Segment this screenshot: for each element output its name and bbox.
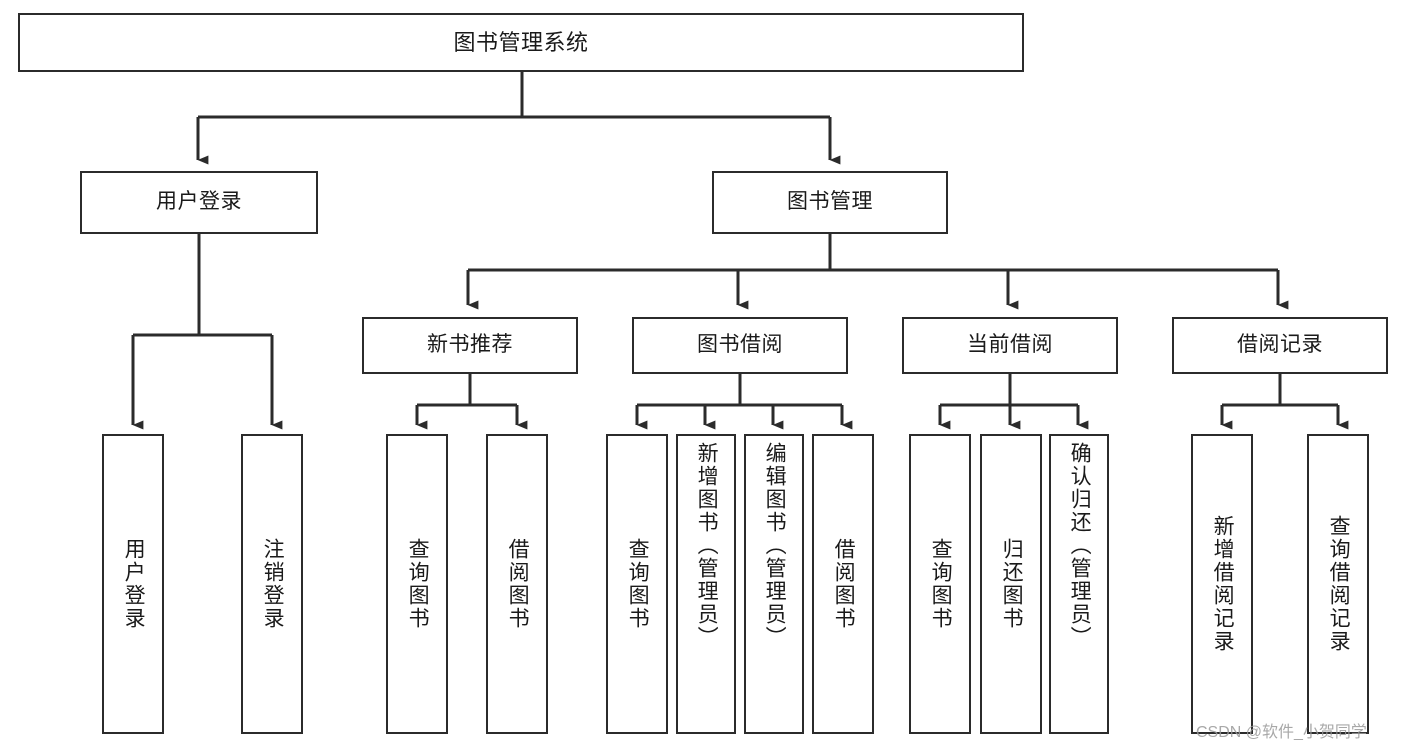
- node-user-login-label: 用户登录: [156, 190, 242, 214]
- node-root[interactable]: 图书管理系统: [18, 13, 1024, 72]
- node-new-book-recommend-label: 新书推荐: [427, 333, 513, 357]
- node-current-borrow[interactable]: 当前借阅: [902, 317, 1118, 374]
- node-book-borrow[interactable]: 图书借阅: [632, 317, 848, 374]
- leaf-borrow-add-admin[interactable]: 新增图书（管理员）: [676, 434, 736, 734]
- leaf-new-book-search-label: 查询图书: [406, 538, 430, 630]
- leaf-borrow-edit-admin-label: 编辑图书（管理员）: [763, 442, 787, 649]
- leaf-records-search[interactable]: 查询借阅记录: [1307, 434, 1369, 734]
- watermark-text: CSDN @软件_小贺同学: [1196, 724, 1367, 741]
- leaf-borrow-search-label: 查询图书: [626, 538, 650, 630]
- leaf-user-login-signout[interactable]: 注销登录: [241, 434, 303, 734]
- leaf-borrow-add-admin-label: 新增图书（管理员）: [695, 442, 719, 649]
- node-user-login[interactable]: 用户登录: [80, 171, 318, 234]
- node-book-management[interactable]: 图书管理: [712, 171, 948, 234]
- leaf-records-search-label: 查询借阅记录: [1327, 515, 1351, 653]
- leaf-records-add-label: 新增借阅记录: [1211, 515, 1235, 653]
- node-borrow-records[interactable]: 借阅记录: [1172, 317, 1388, 374]
- leaf-current-confirm-return-admin-label: 确认归还（管理员）: [1068, 442, 1092, 649]
- leaf-new-book-borrow-label: 借阅图书: [506, 538, 530, 630]
- leaf-current-return-label: 归还图书: [1000, 538, 1024, 630]
- leaf-borrow-borrow[interactable]: 借阅图书: [812, 434, 874, 734]
- leaf-new-book-borrow[interactable]: 借阅图书: [486, 434, 548, 734]
- leaf-current-confirm-return-admin[interactable]: 确认归还（管理员）: [1049, 434, 1109, 734]
- leaf-user-login-signin[interactable]: 用户登录: [102, 434, 164, 734]
- leaf-current-search-label: 查询图书: [929, 538, 953, 630]
- node-book-management-label: 图书管理: [787, 190, 873, 214]
- leaf-current-return[interactable]: 归还图书: [980, 434, 1042, 734]
- node-borrow-records-label: 借阅记录: [1237, 333, 1323, 357]
- leaf-borrow-search[interactable]: 查询图书: [606, 434, 668, 734]
- leaf-records-add[interactable]: 新增借阅记录: [1191, 434, 1253, 734]
- leaf-new-book-search[interactable]: 查询图书: [386, 434, 448, 734]
- node-new-book-recommend[interactable]: 新书推荐: [362, 317, 578, 374]
- node-book-borrow-label: 图书借阅: [697, 333, 783, 357]
- node-current-borrow-label: 当前借阅: [967, 333, 1053, 357]
- leaf-user-login-signin-label: 用户登录: [122, 538, 146, 630]
- leaf-current-search[interactable]: 查询图书: [909, 434, 971, 734]
- leaf-borrow-edit-admin[interactable]: 编辑图书（管理员）: [744, 434, 804, 734]
- leaf-user-login-signout-label: 注销登录: [261, 538, 285, 630]
- leaf-borrow-borrow-label: 借阅图书: [832, 538, 856, 630]
- node-root-label: 图书管理系统: [453, 29, 589, 55]
